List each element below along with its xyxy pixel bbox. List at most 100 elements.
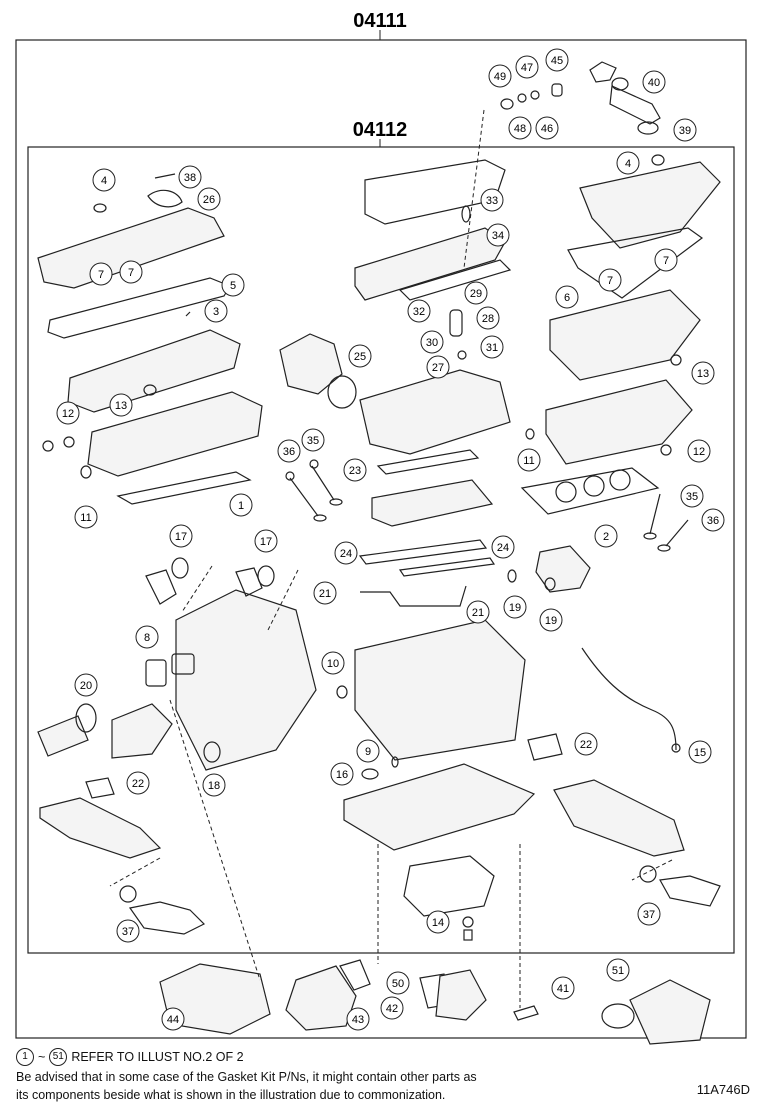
callout-number: 44	[167, 1014, 179, 1026]
callout-circle	[426, 910, 450, 934]
callout-13: 13	[691, 361, 715, 385]
callout-circle	[464, 281, 488, 305]
callout-number: 12	[693, 446, 705, 458]
callout-circle	[545, 48, 569, 72]
callout-circle	[204, 299, 228, 323]
callout-5: 5	[221, 273, 245, 297]
callout-circle	[598, 268, 622, 292]
callout-number: 10	[327, 658, 339, 670]
callout-25: 25	[348, 344, 372, 368]
callout-number: 22	[132, 778, 144, 790]
callout-number: 11	[523, 455, 534, 467]
callout-number: 37	[643, 909, 655, 921]
callout-33: 33	[480, 188, 504, 212]
callout-number: 49	[494, 71, 506, 83]
callout-12: 12	[687, 439, 711, 463]
callout-circle	[503, 595, 527, 619]
callout-number: 42	[386, 1003, 398, 1015]
callout-number: 24	[340, 548, 352, 560]
callout-number: 29	[470, 288, 482, 300]
callout-4: 4	[92, 168, 116, 192]
callout-number: 16	[336, 769, 348, 781]
callout-28: 28	[476, 306, 500, 330]
ref-start-number: 1	[16, 1048, 34, 1066]
callout-number: 18	[208, 780, 220, 792]
callout-circle	[161, 1007, 185, 1031]
callout-circle	[551, 976, 575, 1000]
callout-number: 22	[580, 739, 592, 751]
callout-circle	[116, 919, 140, 943]
callout-circle	[539, 608, 563, 632]
callout-number: 19	[545, 615, 557, 627]
callout-number: 12	[62, 408, 74, 420]
reference-note: 1 ~ 51 REFER TO ILLUST NO.2 OF 2	[16, 1048, 244, 1066]
callout-circle	[197, 187, 221, 211]
callout-circle	[680, 484, 704, 508]
callout-number: 21	[472, 607, 484, 619]
callout-number: 27	[432, 362, 444, 374]
callout-4: 4	[616, 151, 640, 175]
callout-number: 5	[230, 280, 236, 292]
callout-16: 16	[330, 762, 354, 786]
callout-35: 35	[680, 484, 704, 508]
callout-number: 36	[707, 515, 719, 527]
callout-number: 4	[101, 175, 107, 187]
callout-number: 21	[319, 588, 331, 600]
callout-6: 6	[555, 285, 579, 309]
callout-number: 11	[80, 512, 91, 524]
callout-44: 44	[161, 1007, 185, 1031]
callout-circle	[126, 771, 150, 795]
advice-line-2: its components beside what is shown in t…	[16, 1088, 446, 1102]
callout-21: 21	[313, 581, 337, 605]
callout-circle	[178, 165, 202, 189]
callout-45: 45	[545, 48, 569, 72]
ref-separator: ~	[38, 1050, 46, 1064]
callout-circle	[480, 188, 504, 212]
callout-circle	[642, 70, 666, 94]
callout-circle	[343, 458, 367, 482]
inner-kit-number: 04112	[353, 119, 408, 141]
callout-circle	[277, 439, 301, 463]
callout-number: 3	[213, 306, 219, 318]
callout-2: 2	[594, 524, 618, 548]
callout-circle	[92, 168, 116, 192]
callout-circle	[688, 740, 712, 764]
callout-number: 40	[648, 77, 660, 89]
callout-37: 37	[637, 902, 661, 926]
callout-number: 25	[354, 351, 366, 363]
callout-number: 47	[521, 62, 533, 74]
callout-circle	[488, 64, 512, 88]
callout-46: 46	[535, 116, 559, 140]
callout-number: 7	[663, 255, 669, 267]
callout-31: 31	[480, 335, 504, 359]
outer-kit-frame	[15, 39, 747, 1039]
callout-circle	[486, 223, 510, 247]
callout-circle	[476, 306, 500, 330]
callout-17: 17	[169, 524, 193, 548]
callout-49: 49	[488, 64, 512, 88]
callout-number: 31	[486, 342, 498, 354]
callout-circle	[348, 344, 372, 368]
callout-circle	[346, 1007, 370, 1031]
callout-number: 2	[603, 531, 609, 543]
ref-end-number: 51	[49, 1048, 68, 1066]
callout-circle	[687, 439, 711, 463]
callout-circle	[321, 651, 345, 675]
callout-number: 50	[392, 978, 404, 990]
callout-circle	[637, 902, 661, 926]
callout-30: 30	[420, 330, 444, 354]
callout-43: 43	[346, 1007, 370, 1031]
callout-23: 23	[343, 458, 367, 482]
callout-13: 13	[109, 393, 133, 417]
callout-7: 7	[119, 260, 143, 284]
callout-40: 40	[642, 70, 666, 94]
callout-circle	[616, 151, 640, 175]
callout-10: 10	[321, 651, 345, 675]
callout-36: 36	[277, 439, 301, 463]
callout-51: 51	[606, 958, 630, 982]
callout-number: 46	[541, 123, 553, 135]
advice-line-1: Be advised that in some case of the Gask…	[16, 1070, 477, 1084]
callout-48: 48	[508, 116, 532, 140]
callout-29: 29	[464, 281, 488, 305]
